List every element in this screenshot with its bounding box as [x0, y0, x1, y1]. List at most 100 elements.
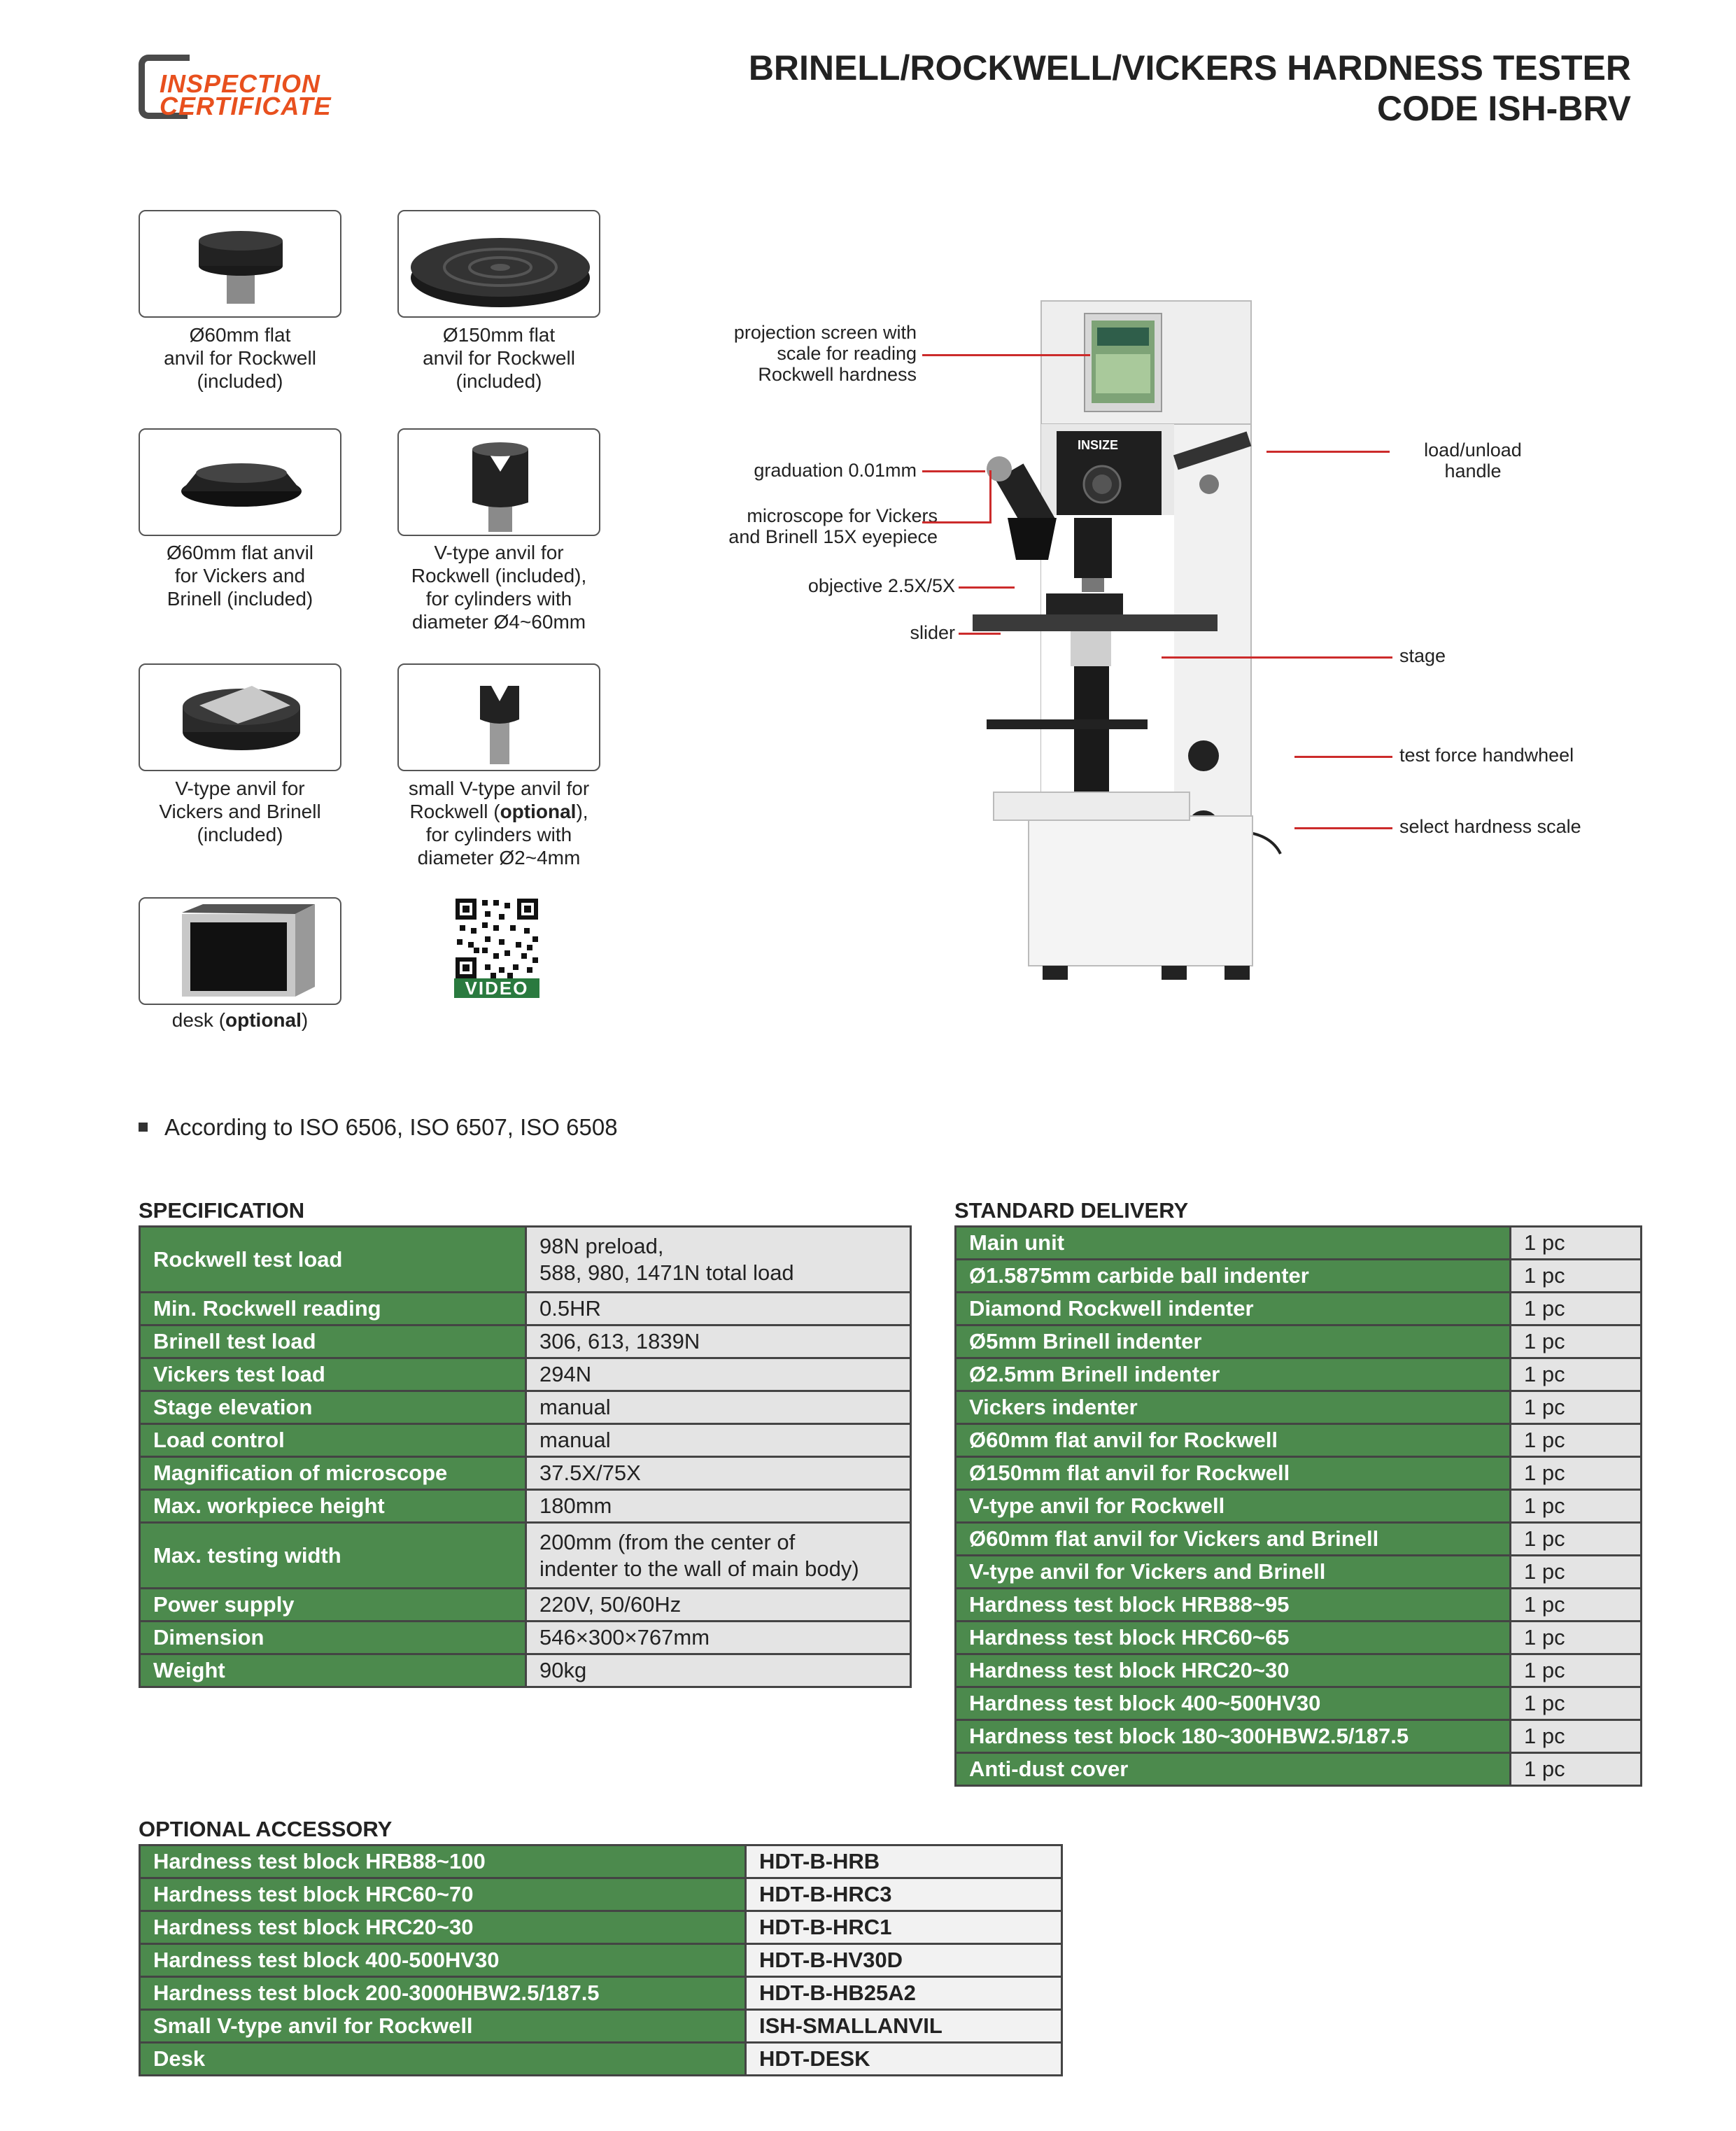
- delivery-row-value: 1 pc: [1509, 1390, 1642, 1425]
- callout-projection-screen: projection screen with scale for reading…: [733, 322, 917, 385]
- callout-select-hardness-scale: select hardness scale: [1399, 816, 1581, 837]
- delivery-row-value: 1 pc: [1509, 1719, 1642, 1754]
- caption-60mm-flat-anvil-vickers-brinell: Ø60mm flat anvil for Vickers and Brinell…: [166, 542, 314, 610]
- caption-desk: desk (optional): [171, 1009, 309, 1031]
- optional-accessory-heading: OPTIONAL ACCESSORY: [139, 1817, 393, 1841]
- iso-standards-note: According to ISO 6506, ISO 6507, ISO 650…: [139, 1114, 618, 1141]
- optional-row-value: HDT-DESK: [744, 2041, 1063, 2076]
- spec-row-value: 220V, 50/60Hz: [525, 1587, 912, 1622]
- delivery-row-label: Hardness test block 180~300HBW2.5/187.5: [954, 1719, 1511, 1754]
- callout-load-unload-handle: load/unload handle: [1424, 439, 1522, 481]
- spec-row-value: 0.5HR: [525, 1291, 912, 1326]
- delivery-row-value: 1 pc: [1509, 1554, 1642, 1589]
- caption-60mm-flat-anvil-rockwell: Ø60mm flat anvil for Rockwell (included): [164, 324, 316, 392]
- video-qr-code[interactable]: VIDEO: [454, 897, 539, 999]
- spec-row-value: 546×300×767mm: [525, 1620, 912, 1655]
- delivery-row: Ø60mm flat anvil for Vickers and Brinell…: [954, 1521, 1642, 1556]
- video-label: VIDEO: [454, 978, 539, 998]
- spec-row-label: Max. workpiece height: [139, 1489, 527, 1524]
- small-v-anvil-icon: [480, 686, 519, 764]
- optional-row-value: HDT-B-HV30D: [744, 1943, 1063, 1978]
- callout-line-scale: [1294, 827, 1392, 829]
- delivery-row-label: Anti-dust cover: [954, 1752, 1511, 1787]
- callout-line-objective: [959, 586, 1015, 589]
- delivery-row-label: Hardness test block HRC20~30: [954, 1653, 1511, 1688]
- callout-line-handwheel: [1294, 756, 1392, 758]
- delivery-row-value: 1 pc: [1509, 1357, 1642, 1392]
- optional-row-label: Hardness test block 400-500HV30: [139, 1943, 747, 1978]
- spec-row-value: 37.5X/75X: [525, 1456, 912, 1491]
- qr-code-icon: [454, 897, 539, 980]
- spec-row-label: Power supply: [139, 1587, 527, 1622]
- delivery-row-label: Main unit: [954, 1225, 1511, 1260]
- delivery-row-value: 1 pc: [1509, 1225, 1642, 1260]
- spec-row-label: Weight: [139, 1653, 527, 1688]
- spec-row-value: manual: [525, 1390, 912, 1425]
- optional-row-label: Hardness test block HRB88~100: [139, 1844, 747, 1879]
- spec-row-label: Min. Rockwell reading: [139, 1291, 527, 1326]
- delivery-row-label: Ø2.5mm Brinell indenter: [954, 1357, 1511, 1392]
- caption-small-v-type-anvil-rockwell: small V-type anvil for Rockwell (optiona…: [408, 778, 590, 868]
- delivery-row-value: 1 pc: [1509, 1587, 1642, 1622]
- delivery-row-label: Ø1.5875mm carbide ball indenter: [954, 1258, 1511, 1293]
- optional-row: Hardness test block 200-3000HBW2.5/187.5…: [139, 1976, 1063, 2011]
- delivery-row-label: Hardness test block HRC60~65: [954, 1620, 1511, 1655]
- callout-objective: objective 2.5X/5X: [807, 575, 955, 596]
- delivery-row-value: 1 pc: [1509, 1620, 1642, 1655]
- callout-line-microscope: [922, 521, 991, 523]
- delivery-row-label: Diamond Rockwell indenter: [954, 1291, 1511, 1326]
- delivery-row-label: Vickers indenter: [954, 1390, 1511, 1425]
- optional-row-label: Hardness test block 200-3000HBW2.5/187.5: [139, 1976, 747, 2011]
- delivery-row-value: 1 pc: [1509, 1521, 1642, 1556]
- optional-row-label: Hardness test block HRC20~30: [139, 1910, 747, 1945]
- large-flat-anvil-icon: [411, 238, 590, 307]
- callout-line-load-handle: [1266, 451, 1390, 453]
- caption-v-type-anvil-vickers-brinell: V-type anvil for Vickers and Brinell (in…: [159, 778, 321, 845]
- callout-slider: slider: [910, 622, 955, 643]
- callout-test-force-handwheel: test force handwheel: [1399, 745, 1574, 766]
- spec-row-label: Magnification of microscope: [139, 1456, 527, 1491]
- v-type-anvil-icon: [472, 442, 528, 532]
- delivery-row-value: 1 pc: [1509, 1752, 1642, 1787]
- spec-row-value: 294N: [525, 1357, 912, 1392]
- v-block-anvil-icon: [183, 686, 300, 750]
- callout-microscope: microscope for Vickers and Brinell 15X e…: [728, 505, 938, 547]
- callout-stage: stage: [1399, 645, 1446, 666]
- delivery-row-value: 1 pc: [1509, 1489, 1642, 1524]
- spec-row-value: 98N preload, 588, 980, 1471N total load: [525, 1225, 912, 1293]
- optional-row-value: HDT-B-HB25A2: [744, 1976, 1063, 2011]
- tile-60mm-flat-anvil-rockwell: [139, 210, 341, 318]
- callout-line-projection: [922, 354, 1090, 356]
- page-title: BRINELL/ROCKWELL/VICKERS HARDNESS TESTER…: [748, 48, 1631, 128]
- tile-v-type-anvil-rockwell: [397, 428, 600, 536]
- spec-row-label: Rockwell test load: [139, 1225, 527, 1293]
- tile-150mm-flat-anvil-rockwell: [397, 210, 600, 318]
- spec-row-value: 90kg: [525, 1653, 912, 1688]
- caption-150mm-flat-anvil-rockwell: Ø150mm flat anvil for Rockwell (included…: [423, 324, 575, 392]
- specification-heading: SPECIFICATION: [139, 1198, 305, 1223]
